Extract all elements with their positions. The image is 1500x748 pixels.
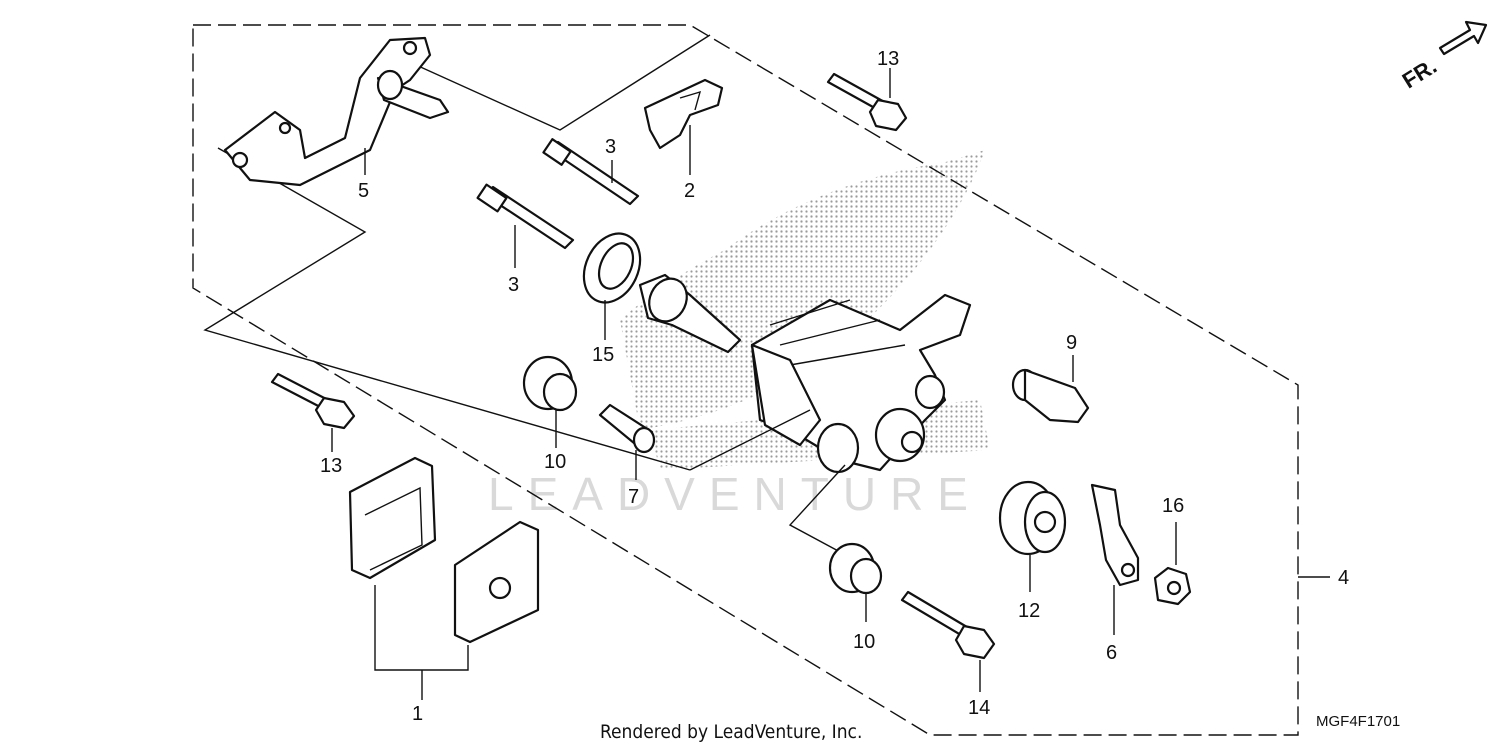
callout-5: 5 [358, 180, 369, 202]
part-3-pin-upper [542, 138, 640, 206]
assembly-boundary [192, 24, 1299, 736]
part-12-roller [998, 480, 1067, 592]
part-16-nut [1153, 522, 1192, 606]
part-13-bolt-upper [826, 68, 908, 132]
callout-9: 9 [1066, 332, 1077, 354]
part-6-stay [1090, 483, 1140, 635]
arrow-icon [1438, 20, 1488, 56]
group-bracket-line-2 [404, 34, 711, 131]
callout-13-upper: 13 [877, 48, 899, 70]
callout-3-lower: 3 [508, 274, 519, 296]
group-bracket-line [203, 147, 691, 471]
part-10-boot-lower [828, 542, 883, 622]
callout-4: 4 [1338, 567, 1349, 589]
caliper-body [638, 273, 972, 561]
callout-12: 12 [1018, 600, 1040, 622]
front-label: FR. [1398, 53, 1441, 93]
front-direction-indicator: FR. [1398, 20, 1488, 93]
callout-6: 6 [1106, 642, 1117, 664]
part-15-boot-seal [582, 232, 642, 340]
part-10-boot-upper [522, 355, 578, 448]
part-14-bolt [900, 590, 996, 692]
watermark-text: LEADVENTURE [488, 468, 982, 520]
callout-10-lower: 10 [853, 631, 875, 653]
callout-3-upper: 3 [605, 136, 616, 158]
part-3-pin-lower [476, 183, 575, 268]
callout-14: 14 [968, 697, 990, 719]
part-2-pad-spring [643, 78, 724, 175]
callout-7: 7 [628, 486, 639, 508]
footer-credit: Rendered by LeadVenture, Inc. [600, 721, 862, 743]
part-7-pin-bolt [598, 403, 656, 480]
callout-2: 2 [684, 180, 695, 202]
callout-13-lower: 13 [320, 455, 342, 477]
callout-16: 16 [1162, 495, 1184, 517]
part-9-bleeder [1011, 355, 1090, 424]
part-13-bolt-lower [270, 372, 356, 452]
callout-1: 1 [412, 703, 423, 725]
part-1-brake-pads [348, 456, 540, 700]
callout-15: 15 [592, 344, 614, 366]
callout-10-upper: 10 [544, 451, 566, 473]
diagram-code: MGF4F1701 [1316, 713, 1400, 730]
part-5-bracket [223, 36, 450, 187]
